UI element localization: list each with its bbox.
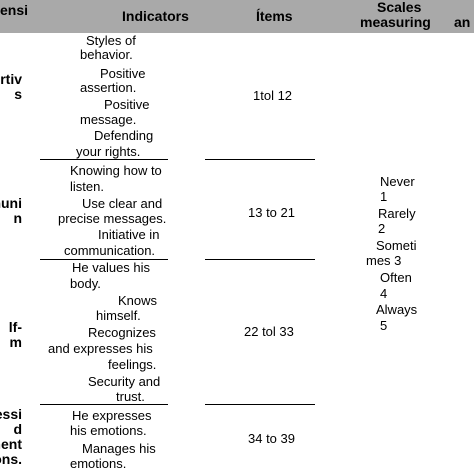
row-1-indicator-line: Defending [94, 128, 154, 143]
row-3-indicator-line: feelings. [108, 357, 157, 372]
scale-line: 5 [380, 318, 388, 333]
row-4-dimension: ressi d ment ons. [0, 407, 22, 467]
header-last-column: an [454, 14, 471, 30]
row-1-dimension-line: ertiv [0, 71, 22, 87]
row-divider [205, 159, 315, 160]
row-2-indicator-line: Initiative in [98, 227, 160, 242]
scale-line: mes 3 [366, 253, 402, 268]
scale-line: 4 [380, 286, 388, 301]
row-3-dimension-line: lf- [8, 319, 22, 335]
row-1-dimension-line: s [14, 86, 22, 102]
row-4-dimension-line: ressi [0, 406, 22, 422]
scale-line: Always [376, 302, 418, 317]
row-4-indicator-line: his emotions. [70, 423, 147, 438]
row-2-indicator-line: precise messages. [58, 211, 167, 226]
row-1-items: 1tol 12 [253, 88, 293, 103]
row-2-dimension-line: n [13, 210, 22, 226]
row-1-indicator-line: Positive [100, 66, 146, 81]
header-scales-line1: Scales [377, 0, 422, 15]
row-2-dimension: nuni n [0, 196, 22, 226]
row-4-items: 34 to 39 [248, 431, 295, 446]
row-2-items: 13 to 21 [248, 205, 295, 220]
row-divider [40, 259, 168, 260]
row-1-indicator-line: message. [80, 112, 137, 127]
row-2-indicator-line: communication. [64, 243, 156, 258]
header-items: Ítems [256, 8, 293, 24]
header-scales-line2: measuring [360, 14, 431, 30]
scale-line: Someti [376, 238, 417, 253]
header-indicators: Indicators [122, 8, 189, 24]
scale-line: Often [380, 270, 412, 285]
scale-line: 1 [380, 189, 388, 204]
row-4-dimension-line: ment [0, 436, 22, 452]
row-4-dimension-line: ons. [0, 451, 22, 467]
table-header-band [0, 0, 474, 33]
row-divider [40, 159, 168, 160]
row-3-indicator-line: trust. [116, 389, 145, 404]
row-3-dimension: lf- m [0, 320, 22, 350]
row-3-dimension-line: m [9, 334, 22, 350]
row-3-indicator-line: and expresses his [48, 341, 153, 356]
row-3-indicator-line: He values his [72, 260, 151, 275]
row-divider [40, 404, 168, 405]
row-3-indicator-line: body. [70, 276, 101, 291]
row-4-indicator-line: emotions. [70, 456, 127, 471]
row-3-indicator-line: Recognizes [88, 325, 156, 340]
row-4-indicator-line: He expresses [72, 408, 152, 423]
row-1-indicator-line: assertion. [80, 80, 137, 95]
scale-line: 2 [378, 221, 386, 236]
row-2-dimension-line: nuni [0, 195, 22, 211]
row-2-indicator-line: listen. [70, 179, 104, 194]
row-divider [205, 404, 315, 405]
row-3-indicator-line: Knows [118, 293, 158, 308]
row-3-indicator-line: Security and [88, 374, 161, 389]
row-1-indicator-line: Positive [104, 97, 150, 112]
row-3-items: 22 tol 33 [244, 324, 294, 339]
row-divider [205, 259, 315, 260]
row-1-indicator-line: Styles of [86, 33, 136, 48]
scale-line: Never [380, 174, 415, 189]
scale-line: Rarely [378, 206, 416, 221]
row-1-dimension: ertiv s [0, 72, 22, 102]
row-1-indicator-line: your rights. [76, 144, 141, 159]
header-dimension: ensi [0, 2, 29, 18]
row-2-indicator-line: Knowing how to [70, 163, 162, 178]
row-4-indicator-line: Manages his [82, 441, 156, 456]
row-4-dimension-line: d [13, 421, 22, 437]
row-2-indicator-line: Use clear and [82, 196, 163, 211]
row-1-indicator-line: behavior. [80, 47, 133, 62]
row-3-indicator-line: himself. [96, 308, 141, 323]
